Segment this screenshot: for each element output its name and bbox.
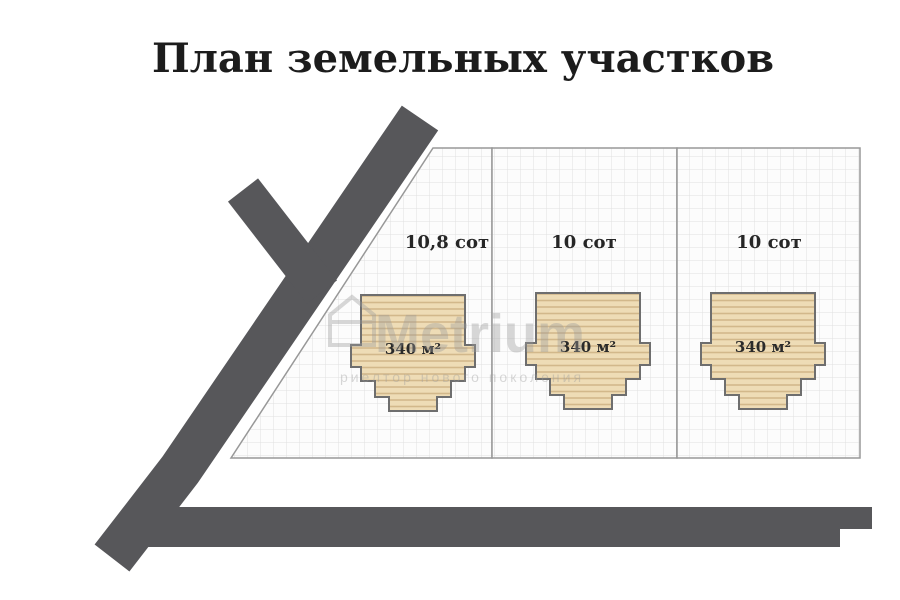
house-footprint-1	[350, 294, 476, 412]
house-1-area-label: 340 м²	[385, 340, 441, 358]
road-main-diagonal	[94, 105, 439, 572]
road-bottom-horizontal	[142, 507, 872, 547]
page-title: План земельных участков	[152, 35, 774, 82]
road-branch-fork	[227, 178, 338, 304]
house-footprint-3	[700, 292, 826, 410]
house-2-area-label: 340 м²	[560, 338, 616, 356]
houses: 340 м² 340 м² 340 м²	[350, 292, 826, 412]
watermark-house-icon	[328, 294, 376, 347]
watermark-brand: Metrium	[375, 304, 585, 364]
house-3-area-label: 340 м²	[735, 338, 791, 356]
watermark: Metrium риелтор нового поколения	[328, 294, 585, 385]
plot-2-area-label: 10 сот	[551, 232, 616, 253]
plot-1-area-label: 10,8 сот	[405, 232, 489, 253]
roads	[94, 105, 872, 572]
watermark-tagline: риелтор нового поколения	[340, 369, 584, 385]
house-footprint-2	[525, 292, 651, 410]
plot-3-area-label: 10 сот	[736, 232, 801, 253]
